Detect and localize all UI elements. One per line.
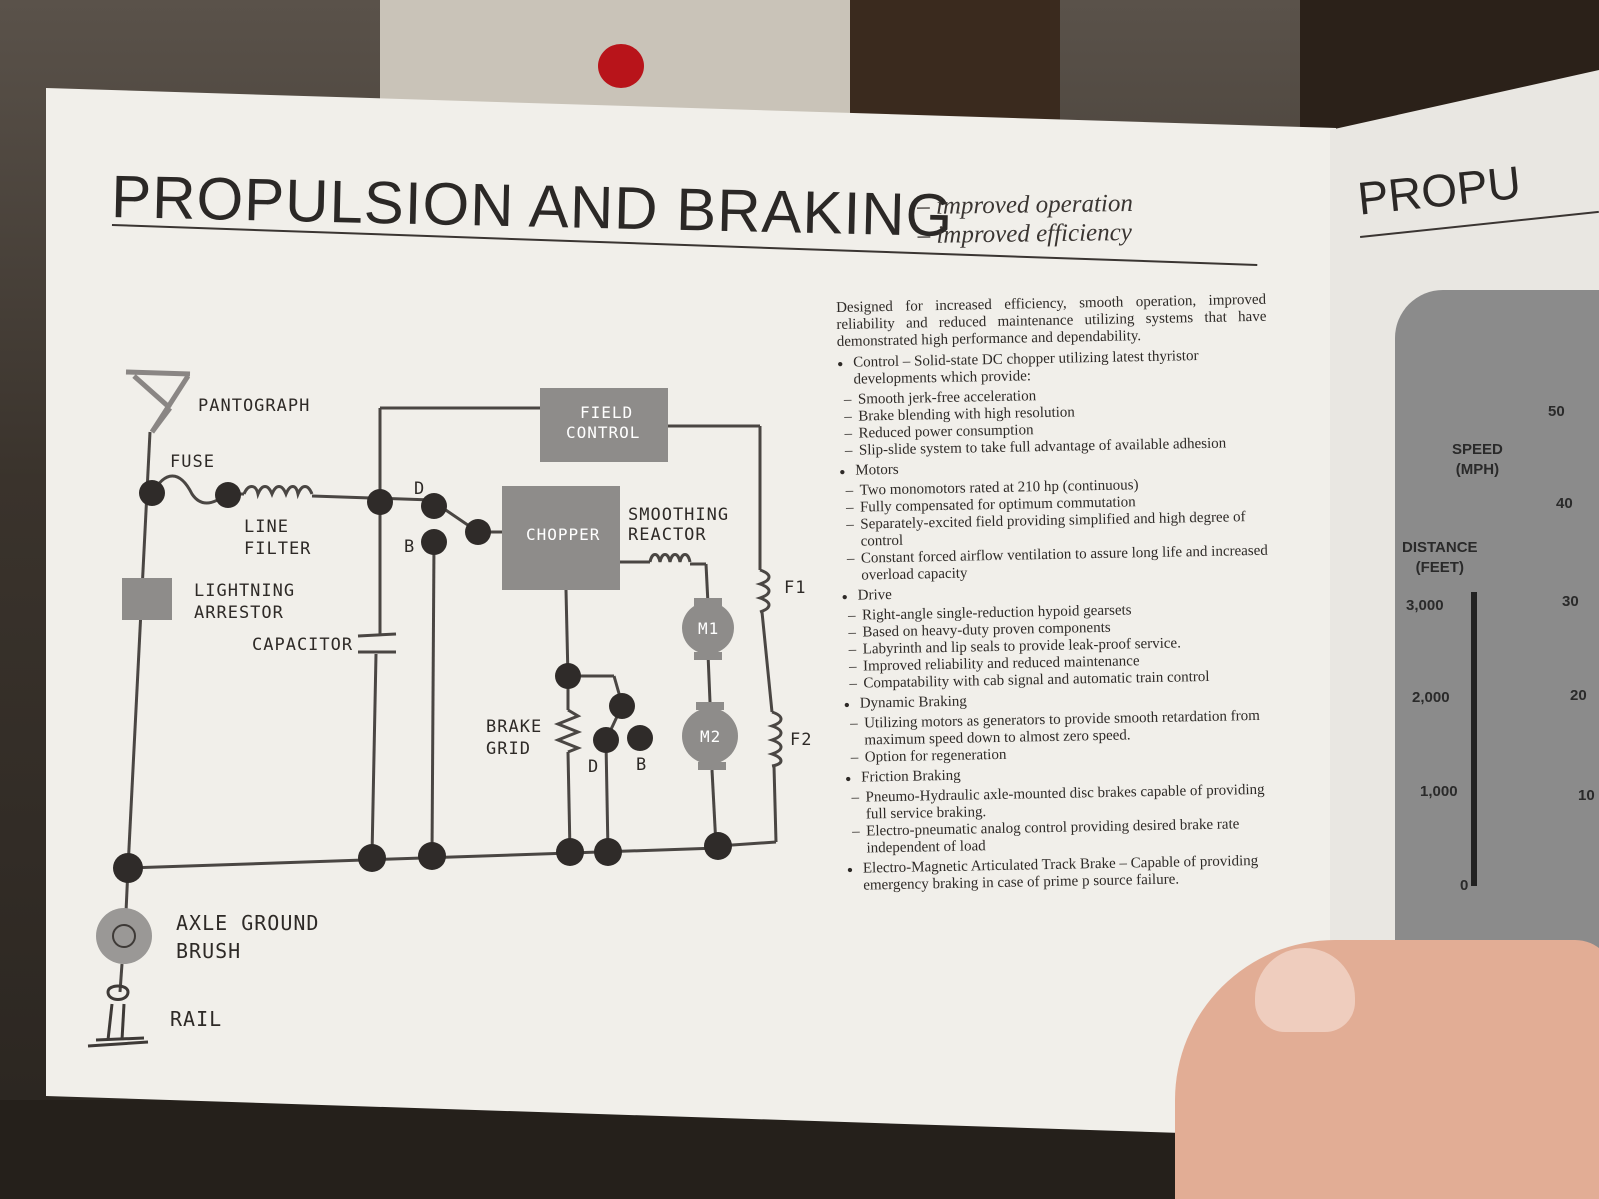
label-field-control-2: CONTROL (566, 423, 640, 442)
distance-tick: 2,000 (1412, 689, 1450, 706)
field-control-box (540, 388, 668, 462)
label-line-filter-1: LINE (244, 517, 289, 537)
junction-dots (113, 480, 732, 883)
spec-list: Control – Solid-state DC chopper utilizi… (837, 347, 1277, 895)
distance-axis-line (1471, 592, 1477, 886)
speed-label-line-2: (MPH) (1455, 461, 1500, 478)
label-brake-grid-2: GRID (486, 739, 531, 759)
label-m2: M2 (700, 727, 721, 746)
label-switch-d: D (414, 479, 425, 499)
label-field-control-1: FIELD (580, 403, 633, 422)
intro-paragraph: Designed for increased efficiency, smoot… (836, 291, 1267, 350)
lightning-arrestor-box (122, 578, 172, 620)
label-smoothing-2: REACTOR (628, 525, 707, 545)
rail-icon (87, 984, 149, 1048)
background-red-teapot (598, 44, 644, 88)
speed-tick: 50 (1548, 403, 1565, 420)
label-smoothing-1: SMOOTHING (628, 505, 729, 525)
label-fuse: FUSE (170, 452, 215, 472)
section-control: Control – Solid-state DC chopper utilizi… (837, 347, 1268, 389)
speed-tick: 10 (1578, 787, 1595, 804)
label-chopper: CHOPPER (526, 525, 600, 544)
label-f2: F2 (790, 730, 812, 750)
spec-text-column: Designed for increased efficiency, smoot… (836, 292, 1277, 898)
pantograph-icon (125, 369, 191, 434)
speed-tick: 40 (1556, 495, 1573, 512)
label-f1: F1 (784, 578, 806, 598)
label-capacitor: CAPACITOR (252, 635, 353, 655)
distance-label-line-1: DISTANCE (1402, 539, 1478, 556)
motor-m2-icon (682, 708, 738, 764)
label-line-filter-2: FILTER (244, 539, 311, 559)
distance-axis-label: DISTANCE (FEET) (1402, 538, 1478, 578)
speed-label-line-1: SPEED (1452, 441, 1503, 458)
label-switch2-b: B (636, 755, 647, 775)
label-rail: RAIL (170, 1007, 222, 1031)
label-brake-grid-1: BRAKE (486, 717, 542, 737)
section-track-brake: Electro-Magnetic Articulated Track Brake… (847, 853, 1278, 895)
distance-label-line-2: (FEET) (1415, 559, 1464, 576)
right-page-chart-panel (1395, 290, 1599, 1030)
label-pantograph: PANTOGRAPH (198, 396, 310, 416)
distance-tick: 0 (1460, 877, 1469, 894)
distance-tick: 1,000 (1420, 783, 1458, 800)
label-lightning-1: LIGHTNING (194, 581, 295, 601)
label-m1: M1 (698, 619, 719, 638)
label-switch-b: B (404, 537, 415, 557)
speed-tick: 30 (1562, 593, 1579, 610)
chopper-box (502, 486, 620, 590)
label-axle-2: BRUSH (176, 939, 241, 963)
label-axle-1: AXLE GROUND (176, 911, 319, 935)
axle-ground-brush-icon (96, 908, 152, 964)
holding-thumb (1175, 940, 1599, 1199)
list-item: Constant forced airflow ventilation to a… (841, 543, 1272, 585)
speed-axis-label: SPEED (MPH) (1452, 440, 1503, 480)
distance-tick: 3,000 (1406, 597, 1444, 614)
label-lightning-2: ARRESTOR (194, 603, 284, 623)
list-item: Electro-pneumatic analog control providi… (846, 816, 1277, 858)
motor-m1-icon (682, 602, 734, 654)
thumbnail (1255, 948, 1355, 1032)
speed-tick: 20 (1570, 687, 1587, 704)
label-switch2-d: D (588, 757, 599, 777)
